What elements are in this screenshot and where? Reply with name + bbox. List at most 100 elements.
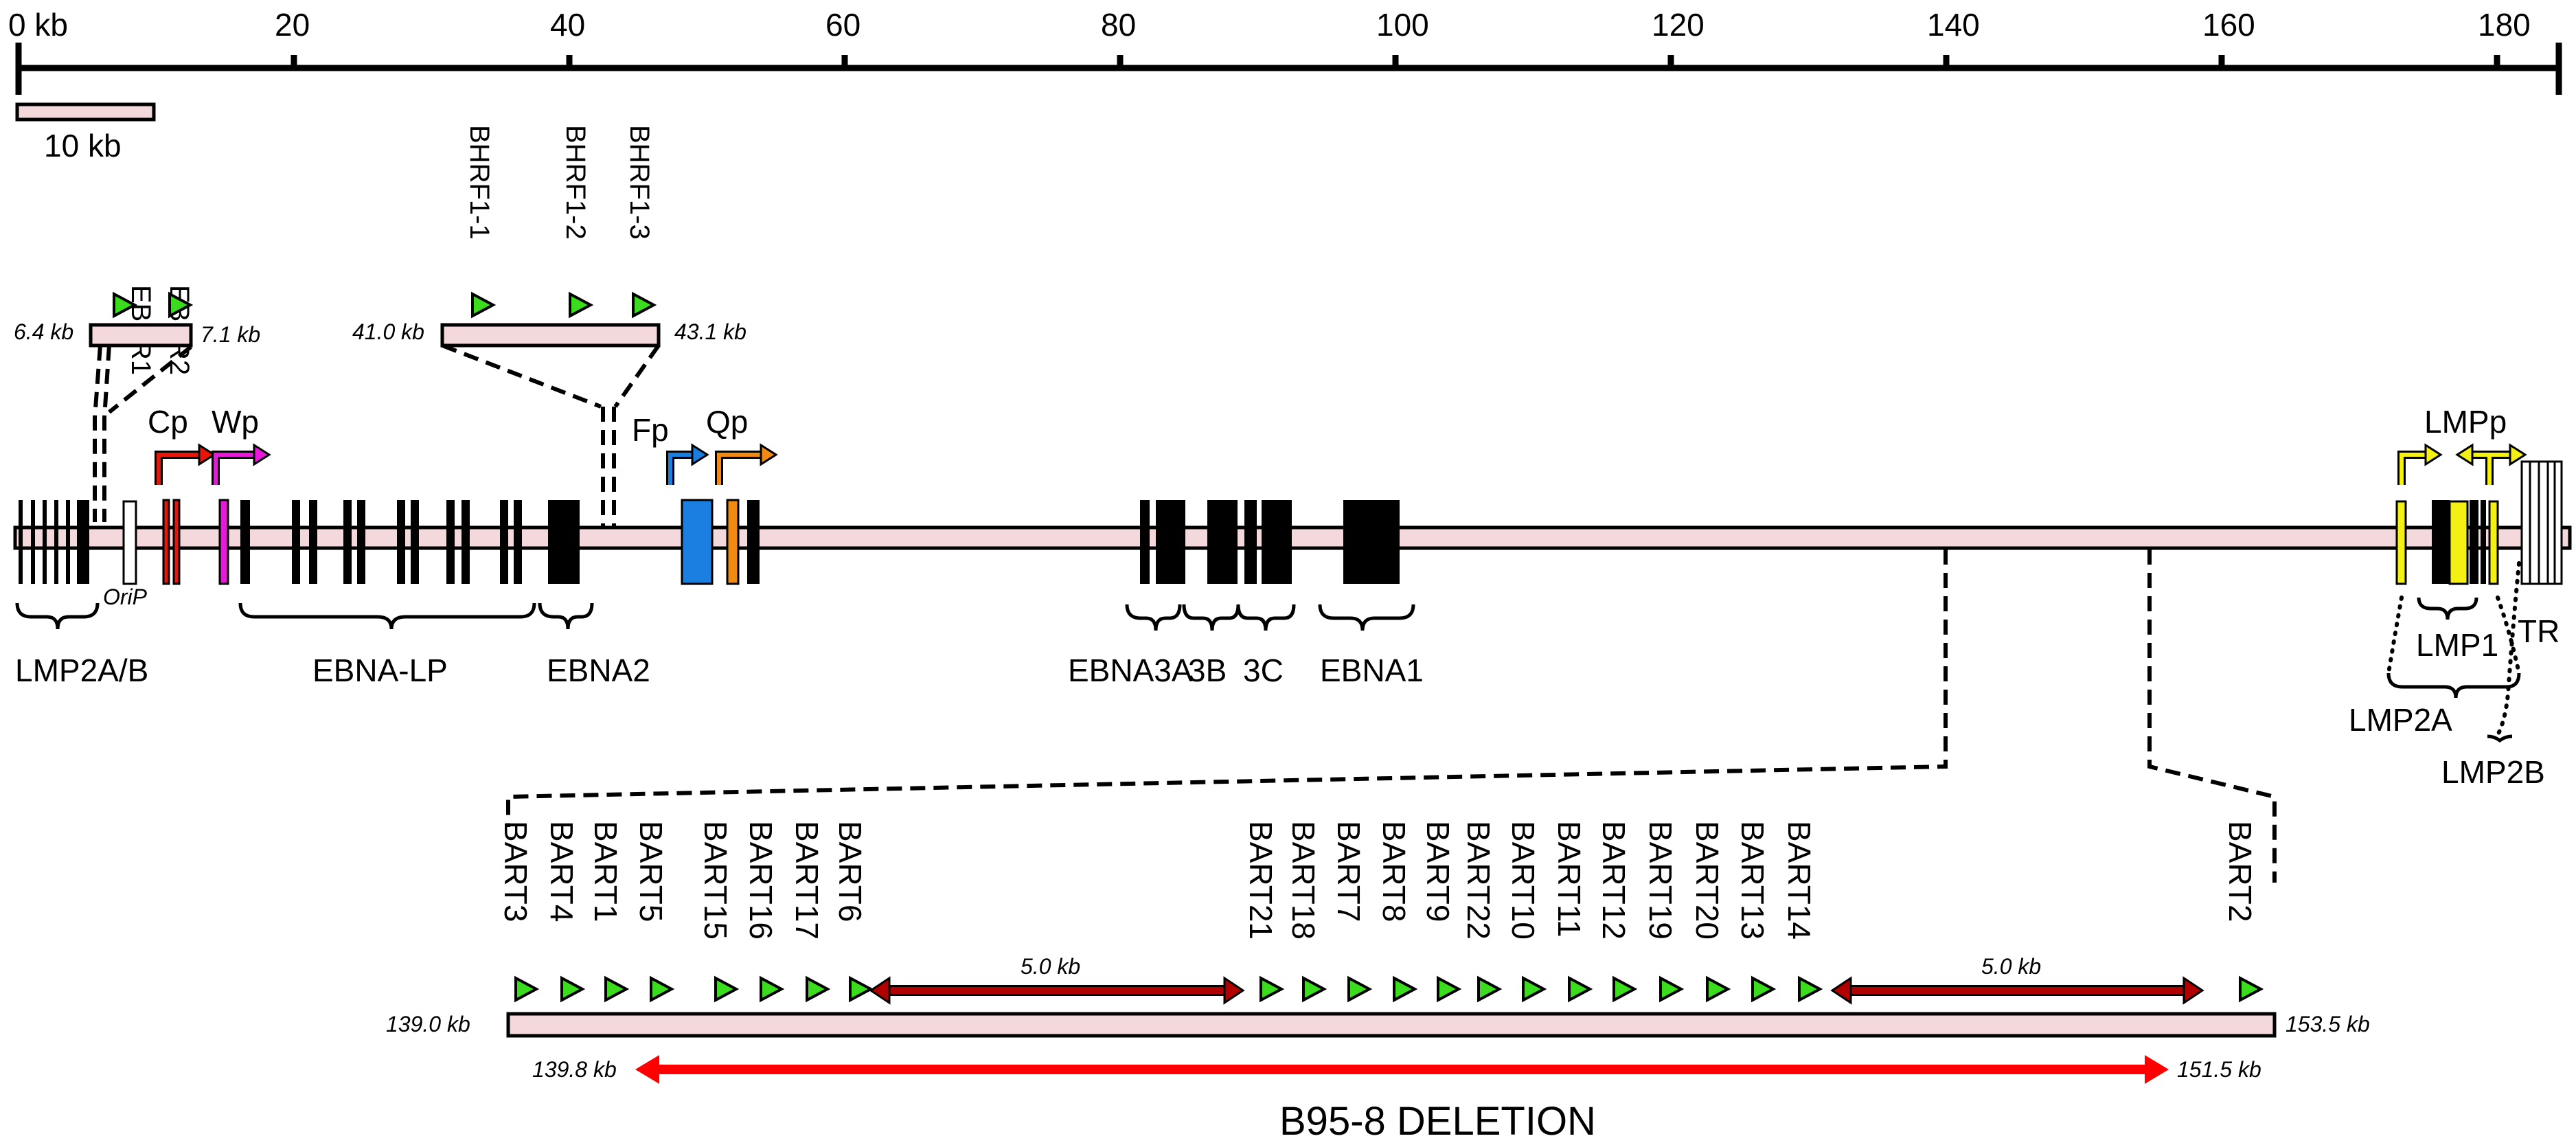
ruler-tick-label: 0 kb	[8, 7, 68, 43]
exon-block	[43, 500, 47, 584]
bart-gene-label: BART14	[1781, 821, 1817, 940]
ruler-tick-label: 40	[550, 7, 585, 43]
mirna-triangle	[604, 975, 630, 1003]
ruler-tick-label: 180	[2478, 7, 2531, 43]
exon-block	[77, 500, 89, 584]
mirna-triangle	[2239, 975, 2264, 1003]
exon-block	[411, 500, 419, 584]
qp-exon	[726, 499, 740, 585]
brace-ebnalp	[238, 602, 536, 630]
promoters: Cp Wp Fp Qp LMPp	[148, 404, 2527, 485]
mirna-triangle	[1393, 975, 1418, 1003]
exon-block	[461, 500, 470, 584]
cp-exon	[162, 499, 170, 585]
ruler-tick-label: 80	[1101, 7, 1136, 43]
bart-gene-label: BART15	[698, 821, 733, 940]
bhrf-inset-box	[440, 323, 661, 348]
gene-label-bhrf1-2: BHRF1-2	[560, 125, 591, 240]
fp-exon	[681, 499, 714, 585]
mirna-triangle	[806, 975, 831, 1003]
deletion-arrow	[635, 1055, 2169, 1084]
exon-block	[31, 500, 35, 584]
bhrf-zoom-line	[601, 407, 616, 528]
promoter-wp-arrow	[212, 443, 271, 485]
brace-lmp2b	[2487, 734, 2513, 743]
exon-block	[19, 500, 23, 584]
gene-label-bhrf1-1: BHRF1-1	[464, 125, 494, 240]
ruler-tick-label: 100	[1376, 7, 1429, 43]
exon-block	[1262, 500, 1292, 584]
mirna-triangle	[113, 291, 138, 319]
mirna-triangle	[1706, 975, 1731, 1003]
exon-block	[292, 500, 300, 584]
mirna-triangle	[1798, 975, 1823, 1003]
exon-block	[1244, 500, 1257, 584]
bart-start-label: 139.0 kb	[386, 1012, 470, 1036]
gene-labels: LMP2A/B EBNA-LP EBNA2 EBNA3A 3B 3C EBNA1…	[15, 613, 2560, 790]
ruler-tick-label: 120	[1652, 7, 1705, 43]
mirna-triangle	[632, 291, 657, 319]
bart-gene-label: BART3	[498, 821, 534, 922]
mirna-triangle	[760, 975, 785, 1003]
bart-gene-label: BART17	[789, 821, 825, 940]
mirna-triangle	[514, 975, 540, 1003]
bart-region-box	[506, 1012, 2277, 1038]
bart-end-label: 153.5 kb	[2286, 1012, 2370, 1036]
bart-gene-label: BART2	[2222, 821, 2258, 922]
mirna-triangle	[650, 975, 675, 1003]
ruler-tick-label: 140	[1927, 7, 1980, 43]
promoter-fp-label: Fp	[632, 412, 669, 448]
bhrf-inset: BHRF1-1 BHRF1-2 BHRF1-3 41.0 kb 43.1 kb	[352, 125, 746, 528]
brace-ebna3b	[1182, 604, 1240, 631]
ruler-tick-label: 160	[2202, 7, 2255, 43]
promoter-cp-arrow	[155, 443, 216, 485]
bart-gene-label: BART11	[1551, 821, 1587, 938]
brace-lmp1	[2417, 597, 2478, 620]
bart-gene-label: BART10	[1505, 821, 1541, 940]
bart-gene-label: BART6	[832, 821, 868, 922]
mirna-triangle	[1347, 975, 1373, 1003]
mirna-triangle	[560, 975, 586, 1003]
brace-ebna2	[538, 602, 594, 630]
bart-gene-label: BART7	[1331, 821, 1367, 922]
mirna-triangle	[1612, 975, 1638, 1003]
promoter-cp-label: Cp	[148, 404, 188, 440]
mirna-triangle	[1568, 975, 1593, 1003]
exon-block	[2432, 500, 2450, 584]
exon-block	[1140, 500, 1150, 584]
eber-zoom-line	[108, 345, 192, 414]
bart-gene-label: BART9	[1420, 821, 1456, 922]
mirna-triangle	[569, 291, 594, 319]
label-ebna2: EBNA2	[547, 653, 650, 688]
lmp-yellow-exon	[2448, 500, 2469, 585]
bart-gene-label: BART18	[1286, 821, 1321, 940]
eber-start-label: 6.4 kb	[14, 319, 73, 344]
bart-zoom-lines	[506, 549, 2277, 883]
bart-gene-label: BART19	[1643, 821, 1678, 940]
exon-block	[54, 500, 58, 584]
exon-block	[446, 500, 455, 584]
lmp-yellow-exon	[2488, 500, 2499, 585]
promoter-lmpp-label: LMPp	[2424, 404, 2507, 440]
brace-ebna3c	[1236, 604, 1296, 631]
gene-braces	[15, 597, 2521, 743]
exon-block	[1156, 500, 1185, 584]
exon-block	[240, 500, 250, 584]
label-lmp2a: LMP2A	[2349, 702, 2452, 738]
mirna-triangle	[849, 975, 874, 1003]
exon-block	[1343, 500, 1400, 584]
brace-ebna3a	[1125, 604, 1182, 631]
exon-block	[747, 500, 760, 584]
mirna-triangle	[1751, 975, 1777, 1003]
mirna-triangle	[1302, 975, 1327, 1003]
span-arrow-1	[869, 976, 1245, 1005]
bhrf-end-label: 43.1 kb	[674, 319, 746, 344]
lmp2-dotted-lines	[2386, 561, 2521, 738]
label-ebna3c: 3C	[1243, 653, 1284, 688]
mirna-triangle	[1477, 975, 1503, 1003]
bart-gene-label: BART8	[1376, 821, 1412, 922]
